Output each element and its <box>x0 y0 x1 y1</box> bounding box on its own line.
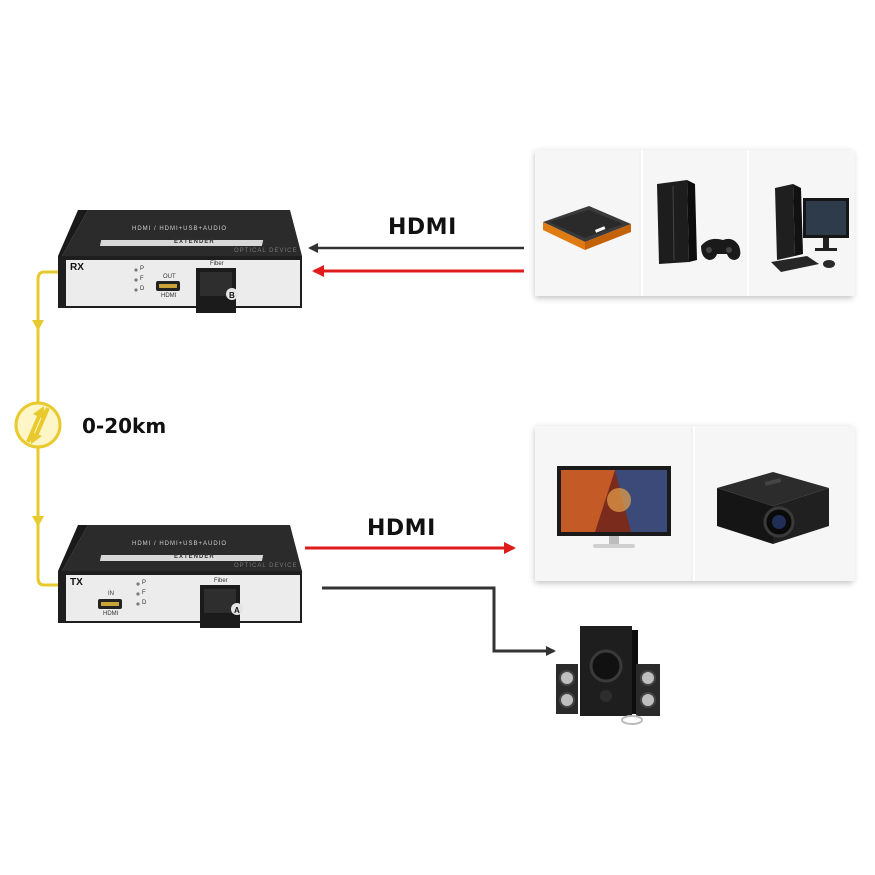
source-devices-panel <box>535 150 855 296</box>
tx-led-d: D <box>142 600 147 606</box>
projector-cell <box>693 426 855 581</box>
bidirectional-arrows-icon <box>26 406 50 444</box>
projector-icon <box>717 472 829 544</box>
display-devices-panel <box>535 426 855 581</box>
media-box-cell <box>535 150 639 296</box>
tx-small-text: OPTICAL DEVICE <box>234 563 298 569</box>
game-console-icon <box>657 180 741 264</box>
desktop-pc-cell <box>747 150 855 296</box>
tx-device-body <box>58 525 302 628</box>
monitor-icon <box>557 466 671 548</box>
rx-banner-text: EXTENDER <box>174 239 215 245</box>
rx-small-text: OPTICAL DEVICE <box>234 248 298 254</box>
rx-led-d: D <box>140 286 145 292</box>
tx-led-p: P <box>142 580 147 586</box>
rx-fiber-badge: B <box>229 291 235 300</box>
tx-banner-text: EXTENDER <box>174 554 215 560</box>
rx-fiber-label: Fiber <box>210 261 224 267</box>
speaker-system-icon <box>556 626 660 725</box>
tx-led-f: F <box>142 590 146 596</box>
tx-device-label: TX <box>70 577 83 588</box>
tx-fiber-badge: A <box>234 606 240 615</box>
rx-device: HDMI / HDMI+USB+AUDIO EXTENDER OPTICAL D… <box>58 208 306 313</box>
distance-label: 0-20km <box>82 414 167 438</box>
rx-port-bottom-label: HDMI <box>161 293 177 299</box>
media-box-icon <box>543 206 631 250</box>
source-hdmi-label: HDMI <box>388 215 457 240</box>
tx-device: HDMI / HDMI+USB+AUDIO EXTENDER OPTICAL D… <box>58 523 306 628</box>
game-console-cell <box>641 150 747 296</box>
fiber-down-arrow-upper <box>32 320 44 331</box>
rx-led-p: P <box>140 266 145 272</box>
tx-port-top-label: IN <box>108 591 114 597</box>
tx-fiber-label: Fiber <box>214 578 228 584</box>
tx-port-bottom-label: HDMI <box>103 611 119 617</box>
desktop-pc-icon <box>771 184 849 272</box>
rx-led-f: F <box>140 276 144 282</box>
display-hdmi-label: HDMI <box>367 516 436 541</box>
rx-top-text: HDMI / HDMI+USB+AUDIO <box>132 226 228 232</box>
audio-output-arrow <box>322 586 556 656</box>
fiber-link-badge <box>14 401 62 449</box>
fiber-down-arrow-lower <box>32 516 44 527</box>
tx-top-text: HDMI / HDMI+USB+AUDIO <box>132 541 228 547</box>
rx-port-top-label: OUT <box>163 274 176 280</box>
rx-device-body <box>58 210 302 313</box>
rx-device-label: RX <box>70 262 84 273</box>
speaker-system <box>552 622 672 728</box>
monitor-cell <box>535 426 691 581</box>
